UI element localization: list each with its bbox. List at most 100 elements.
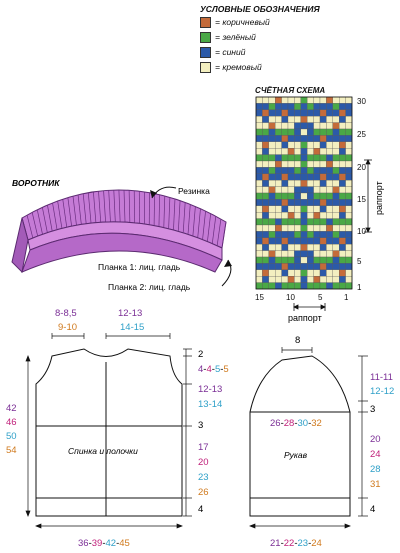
chart-cell	[294, 250, 301, 258]
chart-cell	[319, 244, 327, 251]
chart-cell	[262, 263, 269, 270]
chart-cell	[281, 212, 289, 219]
chart-cell	[339, 128, 346, 136]
chart-cell	[345, 135, 353, 142]
chart-frame	[255, 96, 353, 290]
chart-cell	[332, 263, 340, 270]
chart-cell	[307, 141, 314, 149]
chart-cell	[268, 282, 276, 290]
chart-cell	[281, 231, 289, 238]
chart-cell	[319, 128, 327, 136]
chart-cell	[313, 218, 321, 226]
chart-cell	[262, 148, 269, 155]
chart-cell	[275, 122, 282, 130]
chart-cell	[268, 96, 276, 104]
chart-cell	[326, 180, 333, 187]
chart-cell	[326, 256, 333, 264]
measure: 13-14	[198, 399, 222, 410]
body-label: Спинка и полочки	[68, 446, 138, 456]
chart-cell	[275, 218, 282, 226]
chart-cell	[300, 212, 308, 219]
chart-cell	[326, 173, 333, 181]
chart-cell	[281, 250, 289, 258]
rib-line	[103, 190, 106, 223]
chart-cell	[313, 180, 321, 187]
chart-cell	[281, 109, 289, 117]
chart-cell	[255, 154, 263, 162]
chart-cell	[255, 173, 263, 181]
chart-cell	[275, 199, 282, 206]
chart-cell	[319, 122, 327, 130]
chart-cell	[313, 250, 321, 258]
chart-cell	[287, 135, 295, 142]
chart-cell	[339, 103, 346, 110]
chart-cell	[275, 160, 282, 168]
rib-line	[197, 208, 201, 238]
chart-cell	[300, 282, 308, 290]
chart-cell	[307, 116, 314, 123]
chart-cell	[300, 96, 308, 104]
chart-cell	[255, 122, 263, 130]
chart-cell	[300, 135, 308, 142]
chart-cell	[294, 276, 301, 283]
sleeve-cap-width: 26-28-30-32	[270, 418, 322, 429]
chart-cell	[287, 263, 295, 270]
chart-cell	[287, 212, 295, 219]
measure: 3	[370, 404, 375, 415]
chart-cell	[332, 154, 340, 162]
measure: 11-11	[370, 372, 393, 383]
chart-cell	[332, 116, 340, 123]
chart-cell	[326, 186, 333, 194]
measure: 26	[198, 487, 209, 498]
measure: 8-8,5	[55, 308, 77, 319]
chart-cell	[281, 192, 289, 200]
chart-cell	[294, 180, 301, 187]
chart-cell	[319, 116, 327, 123]
chart-cell	[326, 103, 333, 110]
chart-cell	[268, 218, 276, 226]
chart-cell	[345, 192, 353, 200]
chart-cell	[268, 192, 276, 200]
chart-cell	[300, 109, 308, 117]
chart-cell	[287, 122, 295, 130]
chart-cell	[319, 135, 327, 142]
legend-label: = синий	[215, 47, 246, 57]
chart-cell	[262, 276, 269, 283]
chart-cell	[268, 116, 276, 123]
count-chart-grid	[255, 96, 353, 290]
chart-cell	[300, 103, 308, 110]
chart-cell	[332, 282, 340, 290]
measure: 23	[198, 472, 209, 483]
chart-cell	[262, 282, 269, 290]
repeat-label: раппорт	[288, 313, 322, 323]
chart-cell	[326, 212, 333, 219]
chart-cell	[339, 192, 346, 200]
chart-cell	[255, 282, 263, 290]
rib-line	[187, 203, 191, 234]
chart-cell	[294, 244, 301, 251]
chart-cell	[300, 256, 308, 264]
chart-cell	[300, 186, 308, 194]
chart-cell	[345, 263, 353, 270]
chart-cell	[275, 256, 282, 264]
chart-cell	[262, 160, 269, 168]
chart-cell	[319, 141, 327, 149]
chart-cell	[281, 128, 289, 136]
chart-cell	[268, 231, 276, 238]
chart-cell	[262, 103, 269, 110]
chart-cell	[281, 199, 289, 206]
chart-cell	[287, 192, 295, 200]
chart-cell	[345, 256, 353, 264]
chart-cell	[275, 282, 282, 290]
chart-cell	[294, 141, 301, 149]
chart-cell	[339, 109, 346, 117]
legend-label: = зелёный	[215, 32, 256, 42]
sleeve-right-dim	[358, 355, 368, 517]
chart-cell	[268, 160, 276, 168]
chart-cell	[268, 244, 276, 251]
measure: 20	[370, 434, 381, 445]
chart-cell	[307, 122, 314, 130]
chart-cell	[300, 122, 308, 130]
chart-cell	[332, 160, 340, 168]
